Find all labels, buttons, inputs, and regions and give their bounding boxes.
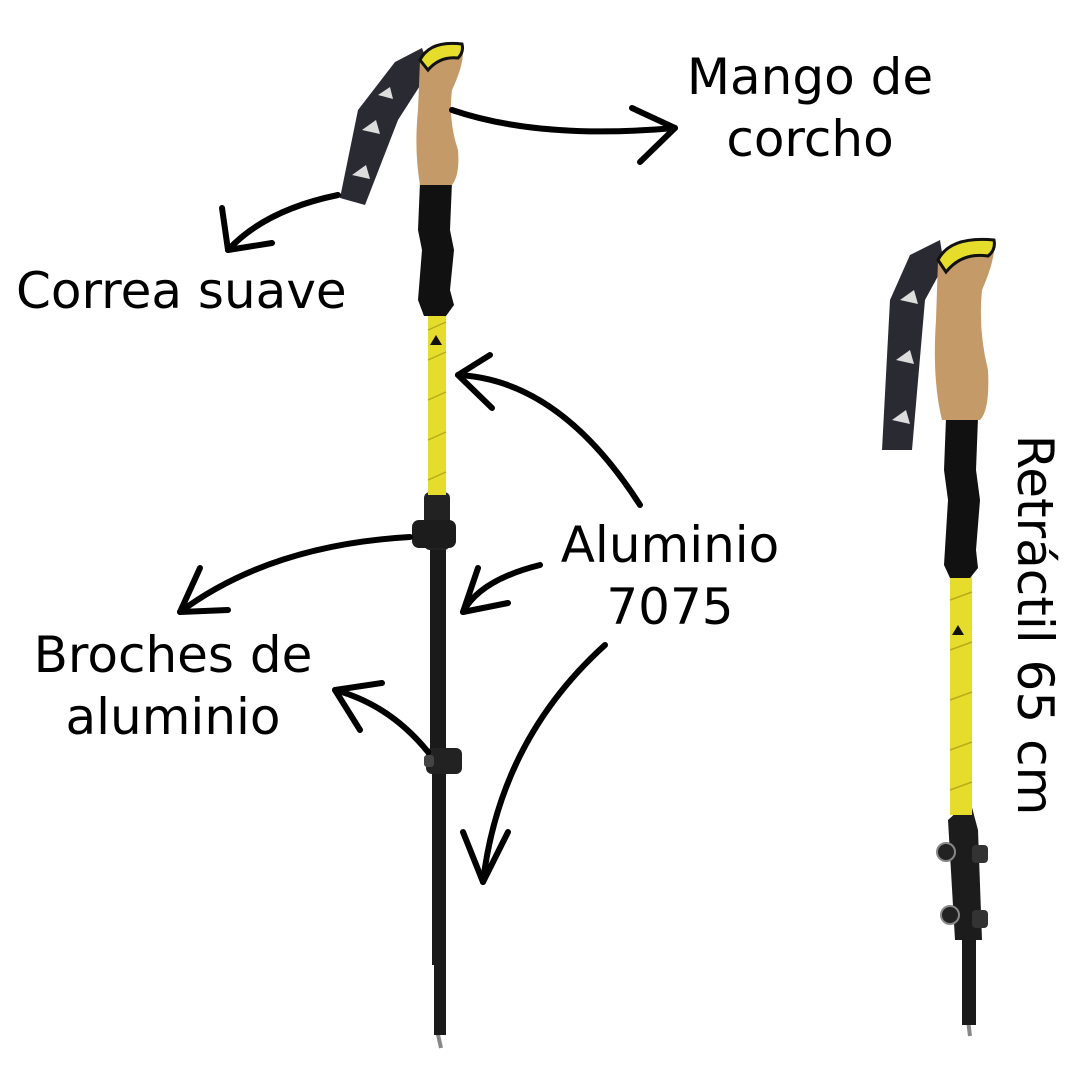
arrow-clip-lower	[332, 680, 431, 755]
arrow-strap	[219, 192, 341, 253]
label-cork-handle: Mango de corcho	[660, 46, 960, 170]
extended-pole	[340, 41, 464, 1049]
arrow-aluminum-upper	[455, 352, 643, 508]
label-line: Broches de	[33, 626, 313, 684]
label-line: 7075	[606, 578, 734, 636]
lower-shaft	[432, 770, 446, 965]
arrow-aluminum-lower	[460, 642, 608, 885]
foam-grip	[944, 418, 980, 578]
middle-shaft	[430, 545, 446, 760]
cork-handle	[934, 241, 995, 420]
lower-shaft-tip	[434, 960, 446, 1035]
arrow-handle	[449, 105, 678, 165]
label-line: aluminio	[65, 688, 281, 746]
label-line: Mango de	[686, 48, 934, 106]
label-retractable-65cm: Retráctil 65 cm	[1006, 434, 1064, 816]
cork-handle	[416, 45, 463, 185]
clips	[948, 800, 982, 940]
strap	[340, 48, 430, 205]
upper-shaft	[428, 305, 446, 495]
arrow-clip-upper	[177, 534, 413, 615]
label-aluminum-clips: Broches de aluminio	[8, 624, 338, 748]
strap	[882, 240, 944, 450]
label-line: corcho	[726, 110, 894, 168]
arrow-aluminum-middle	[460, 562, 543, 615]
lower-clip	[426, 748, 462, 774]
label-line: Aluminio	[560, 516, 780, 574]
foam-grip	[418, 182, 454, 316]
retracted-pole	[882, 237, 996, 1037]
label-soft-strap: Correa suave	[16, 262, 347, 320]
label-aluminum-7075: Aluminio 7075	[540, 514, 800, 638]
